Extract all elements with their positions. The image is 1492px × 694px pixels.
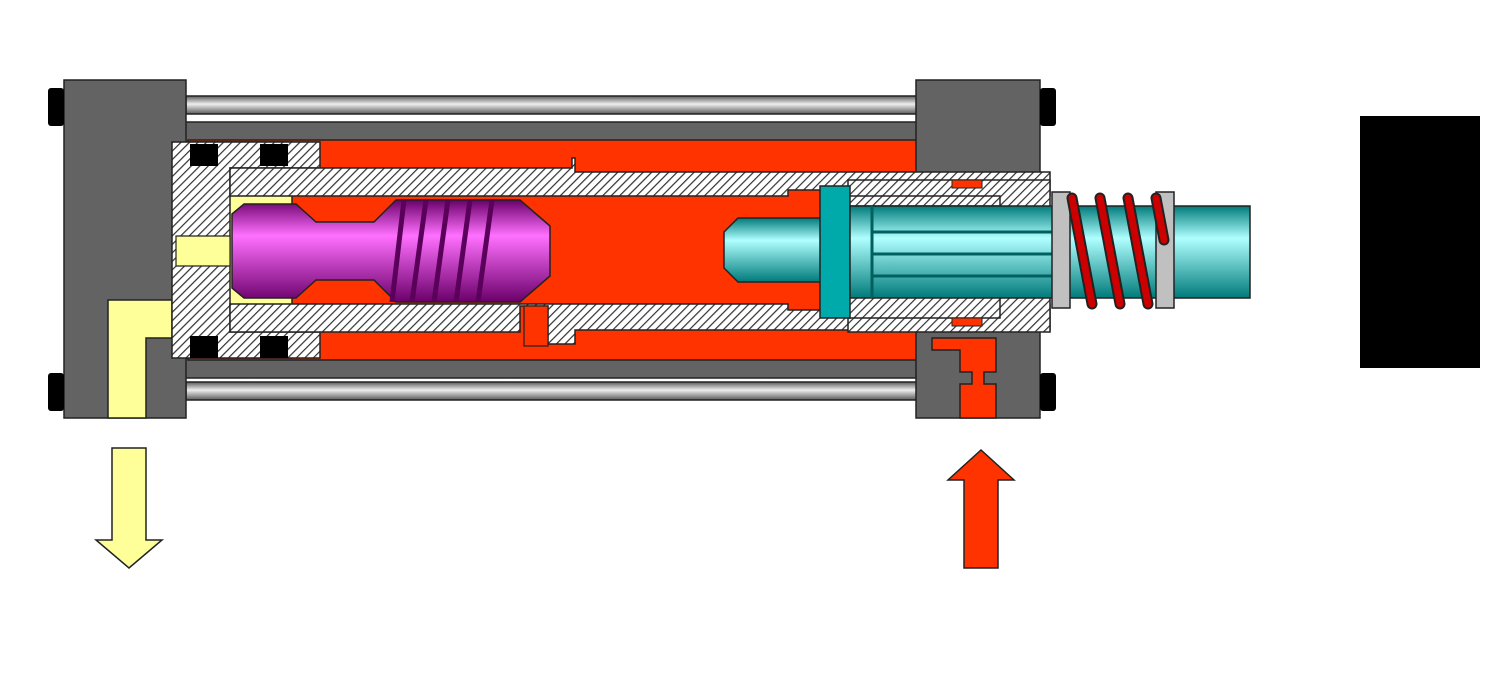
seal-bottom-2 [260, 336, 288, 358]
seal-top-2 [260, 144, 288, 166]
pressure-flow-arrow [946, 448, 1016, 569]
tie-rod-bottom [185, 381, 919, 401]
gland-seal-top [951, 179, 983, 189]
seal-top-1 [190, 144, 218, 166]
return-flow-arrow [93, 447, 165, 569]
left-bolt-bottom [48, 373, 64, 411]
left-bolt-top [48, 88, 64, 126]
right-bolt-bottom [1040, 373, 1056, 411]
output-shaft-body [849, 205, 1251, 299]
return-spring-color [1068, 194, 1168, 308]
gland-seal-bottom [951, 317, 983, 327]
output-shaft-splines [870, 206, 1054, 298]
output-shaft-flange [819, 185, 851, 319]
rod-port [523, 305, 549, 347]
worm-threads [389, 199, 495, 303]
tie-rod-top [185, 95, 919, 115]
right-pressure-port [931, 337, 997, 419]
external-block [1360, 116, 1480, 368]
output-shaft-tip [723, 217, 823, 283]
right-bolt-top [1040, 88, 1056, 126]
worm-shaft [231, 199, 551, 303]
piston-port [175, 235, 231, 267]
washer-left [1051, 191, 1071, 309]
seal-bottom-1 [190, 336, 218, 358]
